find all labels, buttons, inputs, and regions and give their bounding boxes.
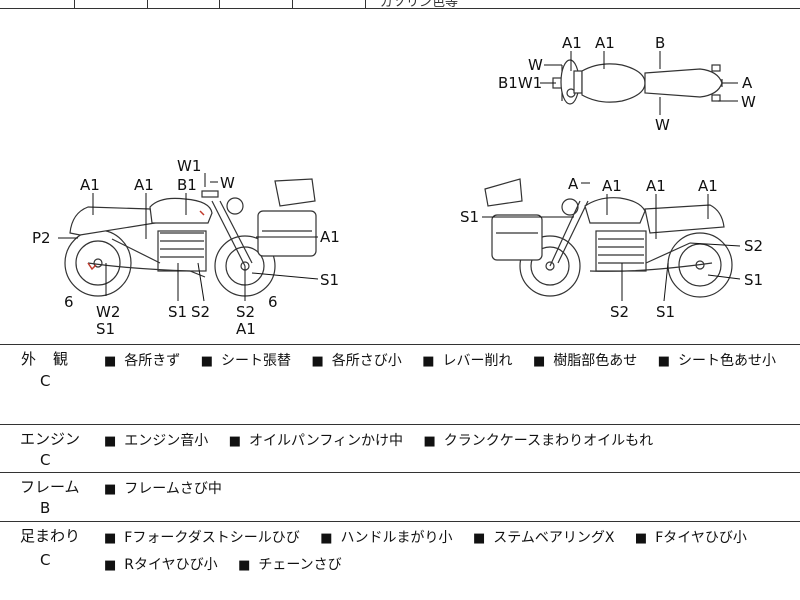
left-view-labels: W1 B1 W A1 A1 P2 A1 6 W2 S1 S1 S2 S2 A1 … xyxy=(32,157,340,338)
label-W1: W1 xyxy=(177,157,201,175)
list-item: ■Rタイヤひび小 xyxy=(104,557,218,573)
list-item: ■オイルパンフィンかけ中 xyxy=(228,433,404,449)
label-S2: S2 xyxy=(744,237,763,255)
header-cell xyxy=(219,0,293,8)
label-A1: A1 xyxy=(562,34,582,52)
label-6: 6 xyxy=(268,293,278,311)
section-category: フレーム xyxy=(20,478,80,496)
motorcycle-left-view xyxy=(64,178,317,297)
label-A1: A1 xyxy=(134,176,154,194)
label-A1: A1 xyxy=(602,177,622,195)
label-B1W1: B1W1 xyxy=(498,74,542,92)
list-item: ■クランクケースまわりオイルもれ xyxy=(423,433,654,449)
motorcycle-top-view xyxy=(552,59,723,105)
right-view-leaders xyxy=(482,182,741,302)
list-item: ■Fフォークダストシールひび xyxy=(104,530,300,546)
motorcycle-damage-diagram: A1 A1 B W B1W1 A W W xyxy=(0,8,800,345)
label-A1: A1 xyxy=(698,177,718,195)
section-grade: C xyxy=(40,551,51,569)
section-items: ■フレームさび中 xyxy=(104,476,794,503)
label-B1: B1 xyxy=(177,176,197,194)
label-S1: S1 xyxy=(656,303,675,321)
list-item: ■Fタイヤひび小 xyxy=(634,530,747,546)
label-A1: A1 xyxy=(236,320,256,338)
label-W: W xyxy=(655,116,670,134)
label-S1: S1 xyxy=(460,208,479,226)
label-A1: A1 xyxy=(320,228,340,246)
section-exterior: 外 観 C ■各所きず ■シート張替 ■各所さび小 ■レバー削れ ■樹脂部色あせ… xyxy=(0,345,800,425)
label-W2: W2 xyxy=(96,303,120,321)
top-view-labels: A1 A1 B W B1W1 A W W xyxy=(498,34,756,134)
list-item: ■ステムベアリングX xyxy=(473,530,615,546)
label-W: W xyxy=(528,56,543,74)
right-view-labels: A A1 A1 A1 S1 S2 S1 S2 S1 xyxy=(460,175,763,321)
section-engine: エンジン C ■エンジン音小 ■オイルパンフィンかけ中 ■クランクケースまわりオ… xyxy=(0,425,800,473)
list-item: ■レバー削れ xyxy=(422,353,513,369)
header-cell xyxy=(147,0,220,8)
section-grade: B xyxy=(40,499,51,517)
list-item: ■フレームさび中 xyxy=(104,481,222,497)
list-item: ■樹脂部色あせ xyxy=(533,353,638,369)
left-view-leaders xyxy=(58,173,319,302)
list-item: ■各所さび小 xyxy=(311,353,402,369)
label-W: W xyxy=(220,174,235,192)
header-table-strip: ガソリン色等 xyxy=(0,0,800,10)
label-A: A xyxy=(568,175,579,193)
label-B: B xyxy=(655,34,665,52)
list-item: ■エンジン音小 xyxy=(104,433,209,449)
header-cell xyxy=(74,0,148,8)
list-item: ■ハンドルまがり小 xyxy=(320,530,453,546)
header-cell xyxy=(292,0,366,8)
motorcycle-right-view xyxy=(484,178,733,298)
section-items: ■各所きず ■シート張替 ■各所さび小 ■レバー削れ ■樹脂部色あせ ■シート色… xyxy=(104,348,794,375)
label-W: W xyxy=(741,93,756,111)
top-view-leaders xyxy=(540,51,738,115)
label-S1: S1 xyxy=(168,303,187,321)
header-cell xyxy=(0,0,75,8)
label-A1: A1 xyxy=(595,34,615,52)
label-S2: S2 xyxy=(236,303,255,321)
label-P2: P2 xyxy=(32,229,51,247)
label-S1: S1 xyxy=(96,320,115,338)
label-S2: S2 xyxy=(191,303,210,321)
section-category: 外 観 xyxy=(21,350,70,368)
label-S1: S1 xyxy=(320,271,339,289)
diagram-svg: A1 A1 B W B1W1 A W W xyxy=(32,34,763,338)
section-grade: C xyxy=(40,451,51,469)
label-6: 6 xyxy=(64,293,74,311)
section-frame: フレーム B ■フレームさび中 xyxy=(0,473,800,522)
section-items: ■Fフォークダストシールひび ■ハンドルまがり小 ■ステムベアリングX ■Fタイ… xyxy=(104,525,789,579)
label-S1: S1 xyxy=(744,271,763,289)
list-item: ■各所きず xyxy=(104,353,181,369)
label-A1: A1 xyxy=(646,177,666,195)
section-grade: C xyxy=(40,372,51,390)
list-item: ■チェーンさび xyxy=(238,557,342,573)
header-fragment-text: ガソリン色等 xyxy=(380,0,459,10)
list-item: ■シート張替 xyxy=(200,353,292,369)
left-view-damage-marks xyxy=(87,210,205,271)
label-A1: A1 xyxy=(80,176,100,194)
label-S2: S2 xyxy=(610,303,629,321)
list-item: ■シート色あせ小 xyxy=(657,353,777,369)
label-A: A xyxy=(742,74,753,92)
section-suspension: 足まわり C ■Fフォークダストシールひび ■ハンドルまがり小 ■ステムベアリン… xyxy=(0,522,800,600)
section-items: ■エンジン音小 ■オイルパンフィンかけ中 ■クランクケースまわりオイルもれ xyxy=(104,428,794,455)
section-category: 足まわり xyxy=(20,527,81,545)
section-category: エンジン xyxy=(20,430,81,448)
